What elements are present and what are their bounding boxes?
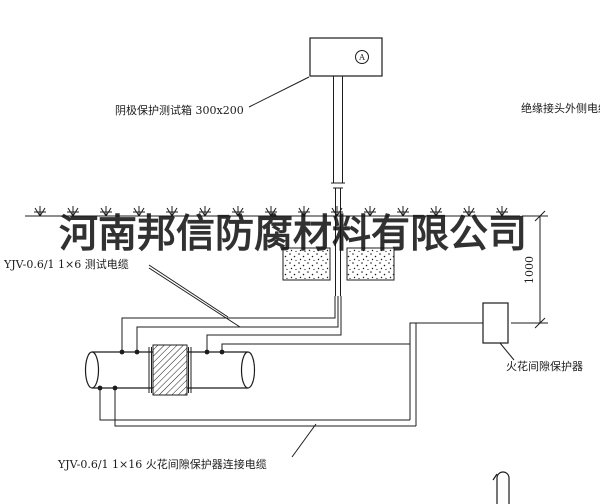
weld-point: [134, 349, 140, 355]
watermark-text: 河南邦信防腐材料有限公司: [59, 211, 527, 257]
test-box: [309, 37, 383, 77]
test-cable-paths: [121, 296, 342, 352]
label-connect-cable: YJV-0.6/1 1×16 火花间隙保护器连接电缆: [57, 457, 267, 471]
conduit-riser: [331, 76, 345, 296]
label-test-cable: YJV-0.6/1 1×6 测试电缆: [3, 258, 129, 271]
weld-points: [97, 349, 225, 391]
concrete-block-right: [346, 247, 395, 281]
ammeter-letter: A: [358, 53, 365, 62]
ground-rod-symbol: [492, 471, 510, 504]
pipe-end-caps: [84, 351, 256, 389]
spark-gap-protector: [482, 302, 509, 344]
weld-point: [112, 385, 118, 391]
dimension-text: 1000: [523, 256, 536, 284]
label-test-box: 阴极保护测试箱 300x200: [115, 103, 244, 117]
weld-point: [119, 349, 125, 355]
label-outer-cable: 绝缘接头外侧电缆: [521, 101, 600, 115]
label-spark-gap: 火花间隙保护器: [506, 359, 583, 373]
ammeter-symbol: A: [355, 50, 369, 64]
insulating-joint: [148, 344, 192, 396]
leader-lines: [148, 76, 515, 458]
concrete-block-left: [282, 247, 331, 281]
weld-point: [204, 349, 210, 355]
weld-point: [97, 385, 103, 391]
dimension-line: [511, 210, 548, 329]
weld-point: [219, 349, 225, 355]
protector-cable-paths: [99, 322, 483, 427]
